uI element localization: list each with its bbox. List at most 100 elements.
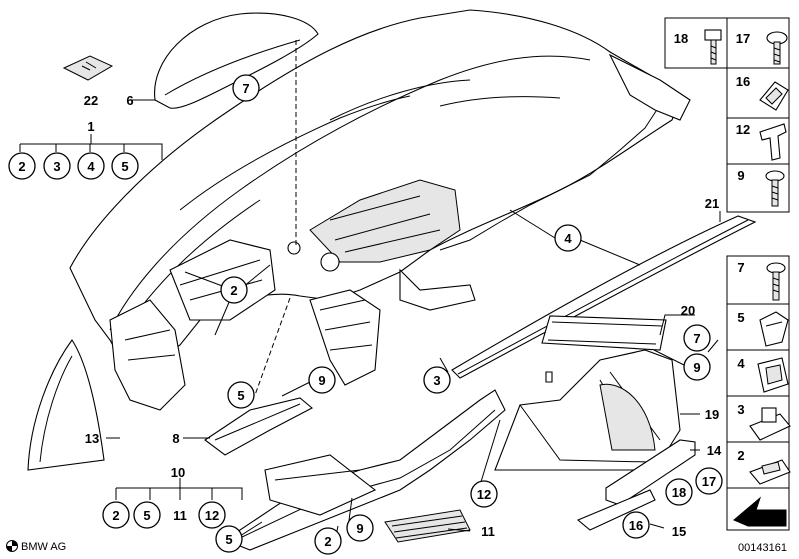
leader-lines	[19, 40, 721, 537]
callout-7-top: 7	[232, 74, 260, 102]
callout-2-mid: 2	[220, 276, 248, 304]
fastener-legend	[664, 17, 791, 531]
clip-plate-icon	[749, 459, 791, 485]
callout-18-mid: 18	[665, 478, 693, 506]
callout-10-12: 12	[198, 501, 226, 529]
callout-10-2: 2	[102, 501, 130, 529]
callout-7-right: 7	[683, 324, 711, 352]
legend-label-18: 18	[674, 31, 688, 46]
callout-label: 18	[672, 485, 686, 500]
callout-2-bottom: 2	[314, 527, 342, 555]
callout-label: 3	[53, 159, 60, 174]
callout-1: 1	[87, 119, 94, 134]
legend-label-4: 4	[737, 356, 745, 371]
brand-label: BMW AG	[21, 541, 67, 553]
callout-11: 11	[481, 524, 495, 539]
callout-21: 21	[705, 196, 719, 211]
callout-label: 7	[242, 81, 249, 96]
callout-label: 13	[85, 431, 99, 446]
callout-5-mid: 5	[227, 381, 255, 409]
bmw-roundel-icon	[6, 540, 18, 552]
brand-footer: BMW AG	[6, 540, 66, 553]
callout-label: 9	[356, 521, 363, 536]
callout-label: 14	[707, 443, 722, 458]
clip-nut-icon	[759, 81, 789, 111]
callout-10: 10	[171, 465, 185, 480]
callout-9-bottom: 9	[346, 514, 374, 542]
callout-label: 3	[433, 373, 440, 388]
callout-10-11: 11	[173, 508, 187, 523]
callout-label: 6	[126, 93, 133, 108]
callout-10-5: 5	[133, 501, 161, 529]
callout-label: 11	[173, 508, 187, 523]
callout-label: 4	[87, 159, 95, 174]
callout-label: 1	[87, 119, 94, 134]
callout-16-mid: 16	[622, 511, 650, 539]
callout-22: 22	[84, 93, 98, 108]
legend-label-9: 9	[737, 168, 744, 183]
callout-15: 15	[672, 524, 686, 539]
dashboard-panel	[69, 9, 691, 411]
callout-label: 10	[171, 465, 185, 480]
side-trim	[27, 339, 105, 471]
callout-label: 9	[318, 373, 325, 388]
speed-nut-icon	[749, 407, 791, 441]
legend-label-7: 7	[737, 260, 744, 275]
screw-icon	[765, 170, 785, 207]
clip-icon	[759, 311, 789, 347]
knee-panel	[204, 397, 313, 456]
screw-icon	[766, 262, 786, 301]
legend-label-2: 2	[737, 448, 744, 463]
callout-20: 20	[681, 303, 695, 318]
callout-19: 19	[705, 407, 719, 422]
expansion-rivet-icon	[759, 123, 787, 161]
legend-label-3: 3	[737, 402, 744, 417]
legend-label-5: 5	[737, 310, 744, 325]
callout-label: 5	[143, 508, 150, 523]
trim-strip	[451, 215, 757, 379]
bolt-icon	[704, 29, 722, 65]
glovebox-lid	[541, 315, 667, 383]
placeholder-arrow-icon	[733, 496, 787, 527]
instrument-cover	[154, 12, 319, 109]
callout-8: 8	[172, 431, 179, 446]
callout-label: 20	[681, 303, 695, 318]
callout-1-3: 3	[43, 152, 71, 180]
callout-1-5: 5	[111, 152, 139, 180]
cage-nut-icon	[757, 357, 789, 393]
callout-label: 7	[693, 331, 700, 346]
bracket	[576, 439, 696, 531]
callout-14: 14	[707, 443, 722, 458]
legend-label-16: 16	[736, 74, 750, 89]
callout-6: 6	[126, 93, 133, 108]
callout-label: 4	[564, 231, 572, 246]
callout-label: 21	[705, 196, 719, 211]
callout-label: 15	[672, 524, 686, 539]
callout-label: 9	[693, 360, 700, 375]
callout-9-right: 9	[683, 353, 711, 381]
callout-12-mid: 12	[470, 480, 498, 508]
glovebox	[494, 349, 681, 471]
callout-1-4: 4	[77, 152, 105, 180]
small-plate	[62, 55, 114, 81]
drawing-number: 00143161	[738, 542, 787, 554]
callout-1-2: 2	[8, 152, 36, 180]
callout-3-mid: 3	[423, 366, 451, 394]
callout-label: 22	[84, 93, 98, 108]
callout-label: 19	[705, 407, 719, 422]
callout-5-bottom: 5	[215, 525, 243, 553]
floor-mat	[384, 509, 471, 543]
callout-4-mid: 4	[554, 224, 582, 252]
callout-label: 5	[225, 532, 232, 547]
callout-9-mid: 9	[308, 366, 336, 394]
screw-icon	[766, 31, 788, 65]
callout-label: 2	[112, 508, 119, 523]
callout-label: 8	[172, 431, 179, 446]
callout-label: 5	[121, 159, 128, 174]
callout-label: 12	[205, 508, 219, 523]
legend-label-17: 17	[736, 31, 750, 46]
callout-label: 11	[481, 524, 495, 539]
callout-label: 2	[324, 534, 331, 549]
